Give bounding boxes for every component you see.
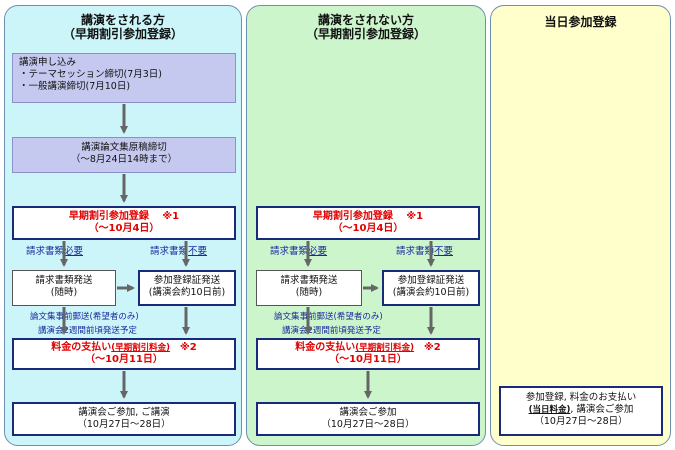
manuscript-deadline-date: （～8月24日14時まで） [70,154,178,165]
non-speaker-attend-box: 講演会ご参加 （10月27日～28日） [256,402,480,436]
non-speaker-payment-box: 料金の支払い(早期割引料金) ※2 （～10月11日） [256,338,480,370]
manuscript-deadline-box: 講演論文集原稿締切 （～8月24日14時まで） [12,137,236,173]
non-speaker-certificate-dispatch-box: 参加登録証発送 (講演会約10日前) [382,270,480,306]
speaker-attend-box: 講演会ご参加, ご講演 （10月27日～28日） [12,402,236,436]
same-day-column: 当日参加登録 [490,5,671,446]
non-speaker-early-registration-box: 早期割引参加登録 ※1 （～10月4日） [256,206,480,240]
non-speaker-invoice-dispatch-box: 請求書類発送 (随時) [256,270,362,306]
speaker-invoice-required-label: 請求書類必要 [26,246,84,257]
speaker-payment-box: 料金の支払い(早期割引料金) ※2 （～10月11日） [12,338,236,370]
non-speaker-proceedings-mail-note: 論文集事前郵送(希望者のみ) [274,312,383,322]
speaker-invoice-not-required-label: 請求書類不要 [150,246,208,257]
early-registration-label: 早期割引参加登録 ※1 [68,211,180,222]
early-registration-deadline: （～10月4日） [88,223,160,234]
general-talk-deadline: ・一般講演締切(7月10日) [19,81,131,92]
manuscript-deadline-title: 講演論文集原稿締切 [81,142,167,153]
speaker-column-subtitle: （早期割引参加登録） [62,27,183,41]
same-day-column-title: 当日参加登録 [544,15,617,29]
speaker-certificate-dispatch-box: 参加登録証発送 (講演会約10日前) [138,270,236,306]
non-speaker-dispatch-schedule-note: 講演会2週間前頃発送予定 [282,326,381,336]
speaker-application-box: 講演申し込み ・テーマセッション締切(7月3日) ・一般講演締切(7月10日) [12,53,236,103]
non-speaker-invoice-required-label: 請求書類必要 [270,246,328,257]
application-title: 講演申し込み [19,57,77,68]
non-speaker-column-title: 講演をされない方 [317,13,414,27]
same-day-registration-box: 参加登録, 料金のお支払い (当日料金), 講演会ご参加 （10月27日～28日… [499,386,663,436]
speaker-early-registration-box: 早期割引参加登録 ※1 （～10月4日） [12,206,236,240]
non-speaker-column-subtitle: （早期割引参加登録） [305,27,426,41]
theme-session-deadline: ・テーマセッション締切(7月3日) [19,69,163,80]
non-speaker-invoice-not-required-label: 請求書類不要 [396,246,454,257]
speaker-proceedings-mail-note: 論文集事前郵送(希望者のみ) [30,312,139,322]
speaker-dispatch-schedule-note: 講演会2週間前頃発送予定 [38,326,137,336]
speaker-column-title: 講演をされる方 [80,13,165,27]
speaker-invoice-dispatch-box: 請求書類発送 (随時) [12,270,116,306]
